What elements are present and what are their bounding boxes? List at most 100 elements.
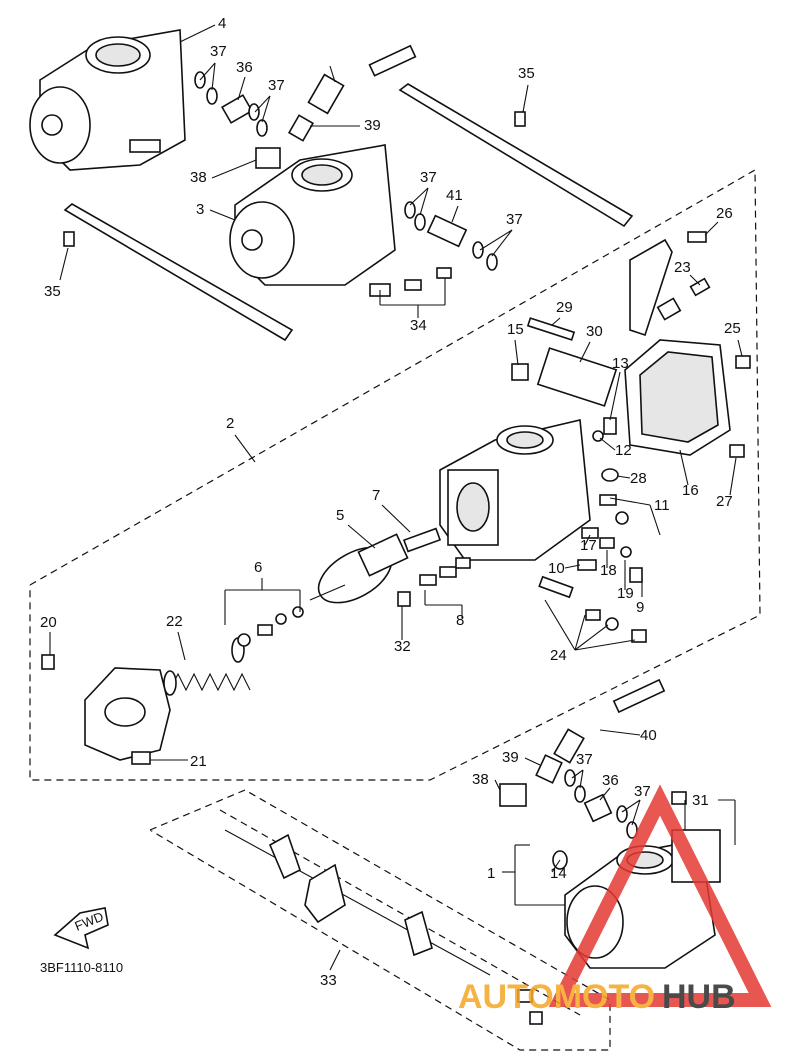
joint-35 — [221, 94, 253, 124]
callout-label-39: 39 — [502, 749, 519, 766]
leader-line-28 — [616, 475, 631, 479]
pin-28 — [526, 317, 576, 341]
callout-label-41: 41 — [446, 187, 463, 204]
plug-7 — [402, 527, 442, 553]
callout-label-39: 39 — [364, 117, 381, 134]
callout-label-9: 9 — [636, 599, 644, 616]
leader-line-14 — [551, 859, 561, 873]
group-outline-carb-2 — [29, 168, 761, 781]
needle-5 — [309, 584, 346, 601]
joint-35-lower — [583, 793, 613, 823]
needle-valve-13 — [603, 417, 617, 435]
plug-31 — [397, 591, 411, 607]
callout-label-27: 27 — [716, 493, 733, 510]
callout-label-2: 2 — [226, 415, 234, 432]
callout-label-16: 16 — [682, 482, 699, 499]
callout-label-13: 13 — [612, 355, 629, 372]
callout-label-37: 37 — [210, 43, 227, 60]
leader-line-5 — [347, 524, 376, 549]
jet-8-a — [419, 574, 437, 586]
leader-line-11 — [649, 504, 661, 536]
watermark-part1: AUTOMOTO — [458, 978, 655, 1016]
callout-label-23: 23 — [674, 259, 691, 276]
leader-line-35 — [522, 84, 529, 113]
piece-15 — [511, 363, 529, 381]
spring-21 — [163, 637, 251, 696]
screw-32-a — [517, 989, 533, 1003]
callout-label-11: 11 — [654, 497, 670, 514]
leader-line-24 — [544, 599, 576, 651]
group-outline-linkage-inner — [219, 809, 581, 1016]
connecting-plate-34-left — [63, 203, 294, 342]
callout-label-26: 26 — [716, 205, 733, 222]
linkage-lever-32-c — [404, 910, 433, 957]
piston-5 — [357, 533, 409, 577]
leader-line-22 — [177, 631, 186, 661]
callout-label-24: 24 — [550, 647, 567, 664]
joint-37-lower — [499, 783, 527, 807]
carburetor-4 — [29, 29, 186, 171]
oring-36-lower-a — [564, 769, 576, 787]
joint-40 — [426, 214, 468, 248]
oring-36-c — [248, 103, 260, 121]
callout-label-37: 37 — [576, 751, 593, 768]
callout-label-34: 34 — [410, 317, 427, 334]
cap-cover — [84, 667, 171, 761]
screw-10 — [577, 559, 597, 571]
leader-line-27 — [729, 457, 737, 496]
callout-label-5: 5 — [336, 507, 344, 524]
needle-part-6-a — [237, 633, 251, 647]
jet-18 — [599, 537, 615, 549]
leader-line-37 — [571, 769, 584, 779]
screw-30 — [671, 791, 687, 805]
callout-label-33: 33 — [320, 972, 337, 989]
screw-24 — [735, 355, 751, 369]
leader-line-16 — [679, 449, 689, 486]
leader-line-37 — [419, 187, 429, 216]
callout-label-28: 28 — [630, 470, 647, 487]
oring-36-e — [404, 201, 416, 219]
callout-label-31: 31 — [692, 792, 709, 809]
fwd-arrow-icon: FWD — [53, 907, 109, 950]
leader-line-10 — [564, 564, 581, 569]
leader-line-38 — [211, 159, 257, 179]
jet-11-b — [615, 511, 629, 525]
screw-23-b — [585, 609, 601, 621]
oring-36-h — [486, 253, 498, 271]
float-29 — [536, 347, 618, 407]
hose-38 — [287, 114, 315, 142]
screw-23-d — [631, 629, 647, 643]
callout-label-20: 20 — [40, 614, 57, 631]
top-cover-16 — [624, 339, 731, 456]
washer-27 — [601, 468, 619, 482]
leader-line-33 — [329, 949, 341, 971]
watermark-logo: AUTOMOTO HUB — [458, 784, 772, 1016]
leader-line-12 — [599, 437, 616, 451]
callout-label-4: 4 — [218, 15, 226, 32]
watermark-triangle-icon — [548, 784, 772, 1007]
leader-line-17 — [584, 534, 591, 546]
callout-label-6: 6 — [254, 559, 262, 576]
screw-20-a — [41, 654, 55, 670]
needle-part-6-d — [292, 606, 304, 618]
hose-39 — [553, 728, 585, 764]
oring-36-b — [206, 87, 218, 105]
leader-line-36 — [599, 787, 611, 801]
spring-22 — [656, 297, 682, 321]
leader-line-37 — [631, 799, 641, 826]
leader-line-37 — [491, 229, 513, 257]
needle-part-6-b — [257, 624, 273, 636]
leader-line-24 — [574, 639, 636, 651]
leader-line-11 — [609, 497, 651, 506]
callout-label-21: 21 — [190, 753, 207, 770]
leader-line-41 — [451, 205, 459, 223]
oring-36-lower-d — [626, 821, 638, 839]
leader-line-40 — [599, 729, 641, 736]
carburetor-3 — [229, 144, 396, 286]
leader-line-36 — [237, 76, 246, 101]
leader-line-2 — [234, 434, 256, 463]
joint-37 — [255, 147, 281, 169]
screw-9 — [629, 567, 643, 583]
screw-22 — [689, 277, 711, 297]
drawing-code: 3BF1110-8110 — [40, 960, 123, 975]
